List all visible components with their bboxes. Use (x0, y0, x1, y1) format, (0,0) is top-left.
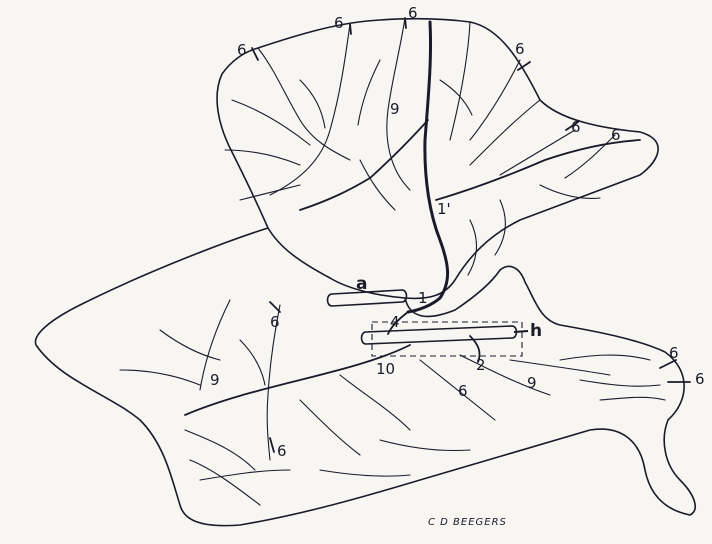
main-vessel-1prime (408, 22, 448, 312)
label-6: 6 (334, 14, 344, 32)
label-6: 6 (458, 382, 468, 400)
lower-lobe-outline (35, 228, 695, 526)
label-h: h (530, 321, 542, 341)
label-6: 6 (515, 40, 525, 58)
label-6: 6 (611, 126, 621, 144)
label-1-prime: 1' (437, 200, 451, 218)
label-6: 6 (270, 313, 280, 331)
label-9: 9 (527, 374, 537, 392)
upper-vein-right (436, 140, 640, 200)
label-6: 6 (277, 442, 287, 460)
label-1: 1 (418, 289, 428, 307)
label-4: 4 (390, 313, 400, 331)
label-10: 10 (376, 360, 395, 378)
instrument-h (362, 326, 517, 344)
label-6: 6 (669, 344, 679, 362)
label-6: 6 (237, 41, 247, 59)
label-6: 6 (408, 4, 418, 22)
label-6: 6 (571, 118, 581, 136)
label-6: 6 (695, 370, 705, 388)
label-9: 9 (390, 100, 400, 118)
upper-vein-left (300, 120, 428, 210)
label-2: 2 (476, 356, 486, 374)
label-9: 9 (210, 371, 220, 389)
artist-signature: C D BEEGERS (428, 517, 507, 528)
label-a: a (356, 274, 367, 294)
